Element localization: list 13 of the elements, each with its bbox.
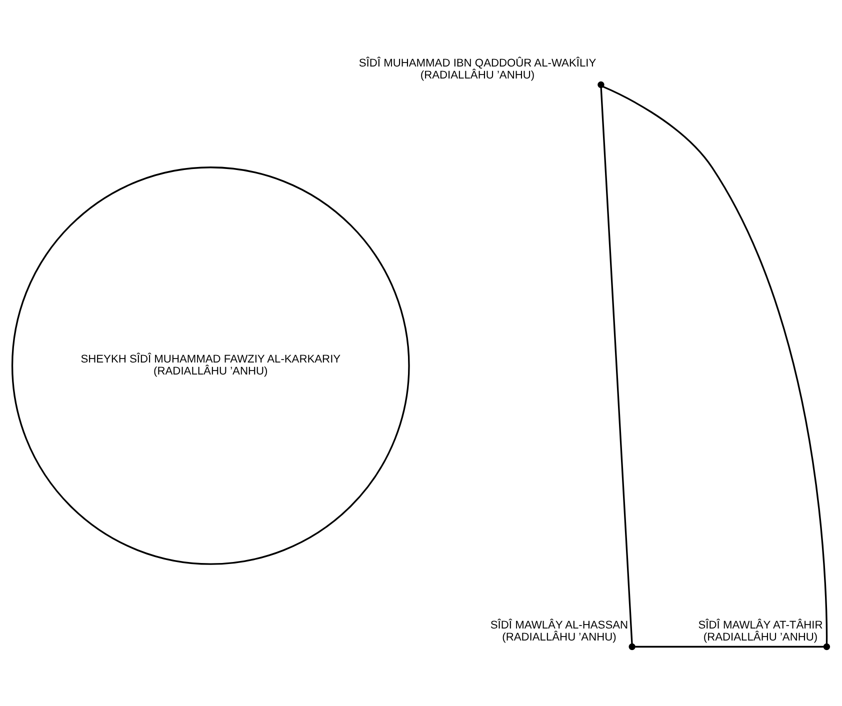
node-label: (RADIALLÂHU ’ANHU) [703,631,818,644]
node-label: SÎDÎ MAWLÂY AL-HASSAN [490,618,628,631]
node-circle [628,642,636,650]
node-circle [598,80,604,88]
node-circle [823,642,830,650]
node-label: (RADIALLÂHU ’ANHU) [420,69,535,82]
node-label: SÎDÎ MUHAMMAD IBN QADDOÛR AL-WAKÎLIY [358,56,596,69]
node-label: (RADIALLÂHU ’ANHU) [502,631,616,644]
connector [635,645,824,648]
node-label: SÎDÎ MAWLÂY AT-TÂHIR [698,618,823,631]
node-circle: SHEYKH SÎDÎ MUHAMMAD FAWZIY AL-KARKARIY (RADIALLÂHU ’ANHU) [11,166,410,564]
connector [600,87,633,644]
connector [602,86,828,644]
